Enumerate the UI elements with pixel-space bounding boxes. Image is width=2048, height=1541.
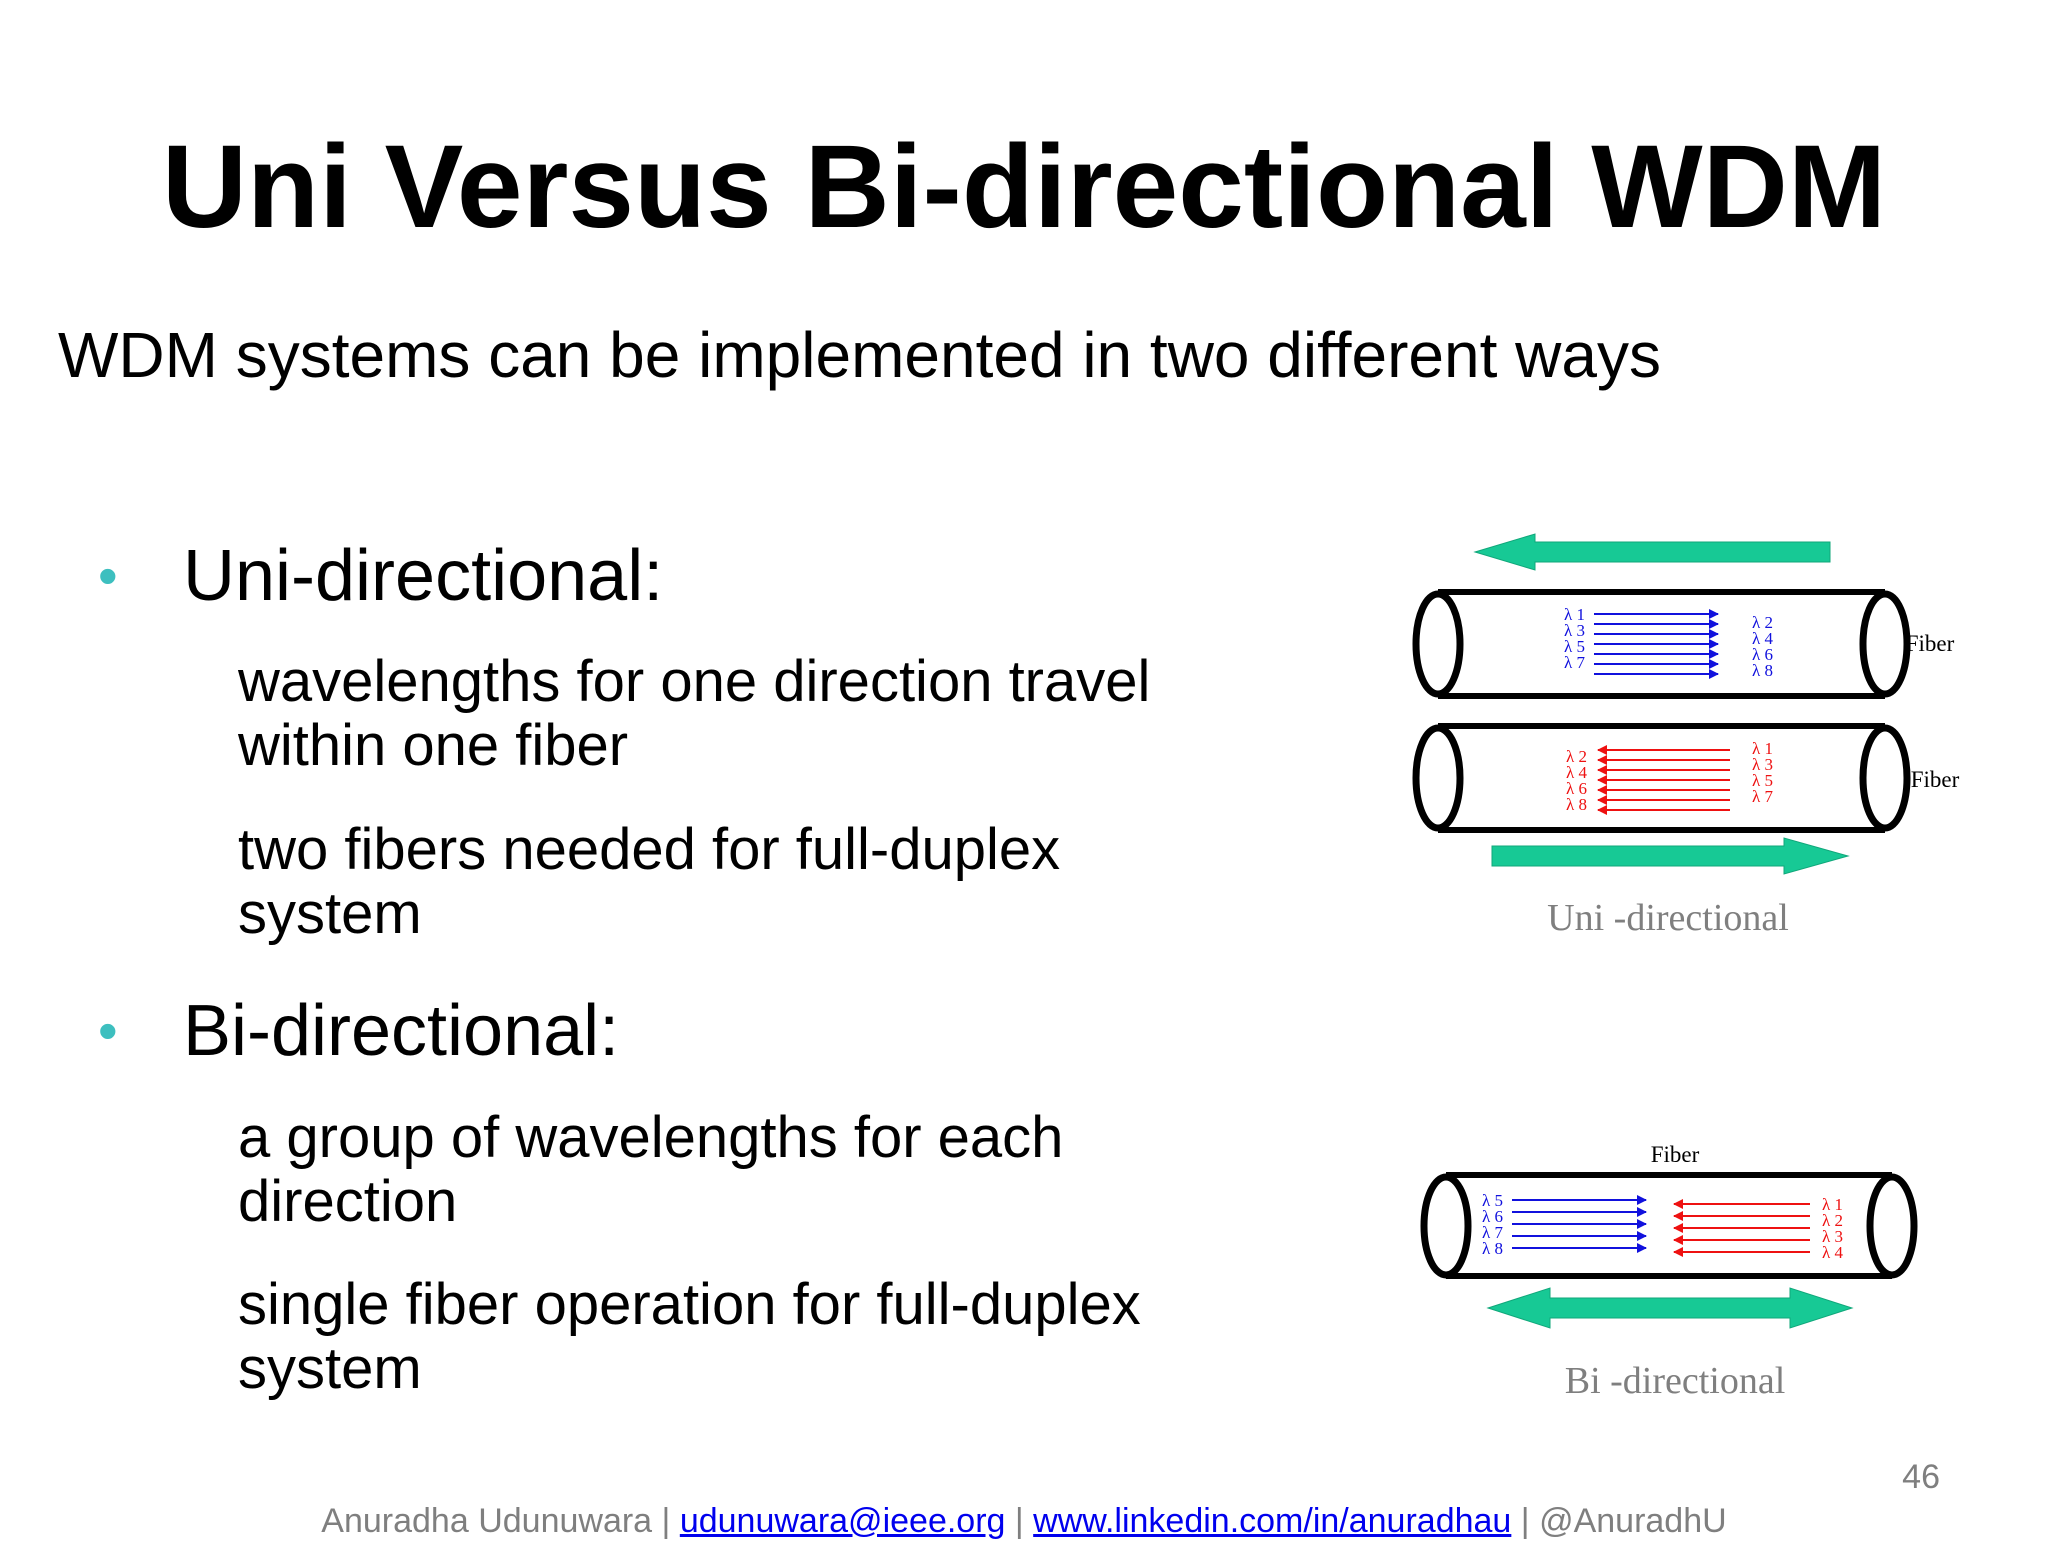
slide-title: Uni Versus Bi-directional WDM [161,121,1887,253]
footer-author: Anuradha Udunuwara | [321,1502,680,1540]
direction-arrow-left-icon [1473,533,1831,571]
intro-text: WDM systems can be implemented in two di… [58,319,1661,391]
diagram-caption-bi: Bi -directional [1565,1360,1786,1402]
wavelength-arrows-red [1673,1199,1810,1257]
diagram-caption-uni: Uni -directional [1547,897,1789,939]
page-number: 46 [1902,1458,1940,1496]
direction-arrow-right-icon [1491,837,1850,875]
wavelength-labels-blue: λ 1 λ 3 λ 5 λ 7 λ 2 λ 4 λ 6 λ 8 [1564,605,1773,680]
wavelength-label: λ 7 [1482,1223,1503,1242]
fiber-cylinder-bi [1420,1172,1918,1279]
bullet-point-bi-2: single fiber operation for full-duplex s… [238,1272,1141,1401]
wavelength-label: λ 4 [1752,629,1773,648]
wavelength-label: λ 5 [1564,637,1585,656]
wavelength-label: λ 7 [1564,653,1585,672]
fiber-cylinder-1 [1412,589,1911,699]
wavelength-label: λ 8 [1752,661,1773,680]
bullet-point-bi-1: a group of wavelengths for each directio… [238,1105,1064,1234]
wavelength-arrows-blue [1512,1195,1647,1253]
wavelength-label: λ 6 [1482,1207,1503,1226]
wavelength-label: λ 1 [1822,1195,1843,1214]
wavelength-arrows-red [1597,745,1730,815]
bullet-dot-icon: • [98,544,118,607]
wavelength-labels-red: λ 2 λ 4 λ 6 λ 8 λ 1 λ 3 λ 5 λ 7 [1566,739,1773,814]
fiber-label: Fiber [1651,1142,1700,1167]
bullet-heading-uni: Uni-directional: [183,536,664,616]
bullet-point-uni-1: wavelengths for one direction travel wit… [238,649,1151,778]
bi-directional-diagram: Fiber λ 5 λ 6 λ 7 λ 8 λ 1 λ 2 λ 3 λ 4 Bi… [1420,1142,1918,1402]
fiber-label: Fiber [1906,631,1955,656]
direction-arrow-both-icon [1486,1287,1854,1329]
footer-email-link[interactable]: udunuwara@ieee.org [679,1502,1006,1540]
footer-linkedin-link[interactable]: www.linkedin.com/in/anuradhau [1033,1502,1512,1540]
fiber-cylinder-2 [1412,723,1911,833]
wavelength-label: λ 1 [1752,739,1773,758]
fiber-label: Fiber [1911,767,1960,792]
wavelength-label: λ 4 [1822,1243,1843,1262]
uni-directional-diagram: Fiber λ 1 λ 3 λ 5 λ 7 λ 2 λ 4 λ 6 λ 8 Fi… [1412,533,1960,939]
wavelength-label: λ 1 [1564,605,1585,624]
wavelength-label: λ 2 [1822,1211,1843,1230]
wavelength-label: λ 7 [1752,787,1773,806]
wavelength-label: λ 2 [1566,747,1587,766]
wavelength-label: λ 3 [1564,621,1585,640]
bullet-dot-icon: • [98,999,118,1062]
wavelength-label: λ 8 [1482,1239,1503,1258]
wavelength-label: λ 4 [1566,763,1587,782]
wavelength-label: λ 6 [1566,779,1587,798]
wavelength-label: λ 8 [1566,795,1587,814]
bullet-point-uni-2: two fibers needed for full-duplex system [238,817,1061,946]
wavelength-label: λ 3 [1752,755,1773,774]
wavelength-label: λ 6 [1752,645,1773,664]
wavelength-labels-red: λ 1 λ 2 λ 3 λ 4 [1822,1195,1843,1262]
wavelength-label: λ 5 [1482,1191,1503,1210]
wavelength-labels-blue: λ 5 λ 6 λ 7 λ 8 [1482,1191,1503,1258]
footer-separator: | [1005,1502,1034,1540]
bullet-heading-bi: Bi-directional: [183,991,620,1071]
wavelength-label: λ 3 [1822,1227,1843,1246]
wavelength-label: λ 2 [1752,613,1773,632]
footer-handle: | @AnuradhU [1511,1502,1727,1540]
footer: Anuradha Udunuwara | udunuwara@ieee.org … [0,1502,2048,1541]
wavelength-label: λ 5 [1752,771,1773,790]
wavelength-arrows-blue [1594,609,1719,679]
